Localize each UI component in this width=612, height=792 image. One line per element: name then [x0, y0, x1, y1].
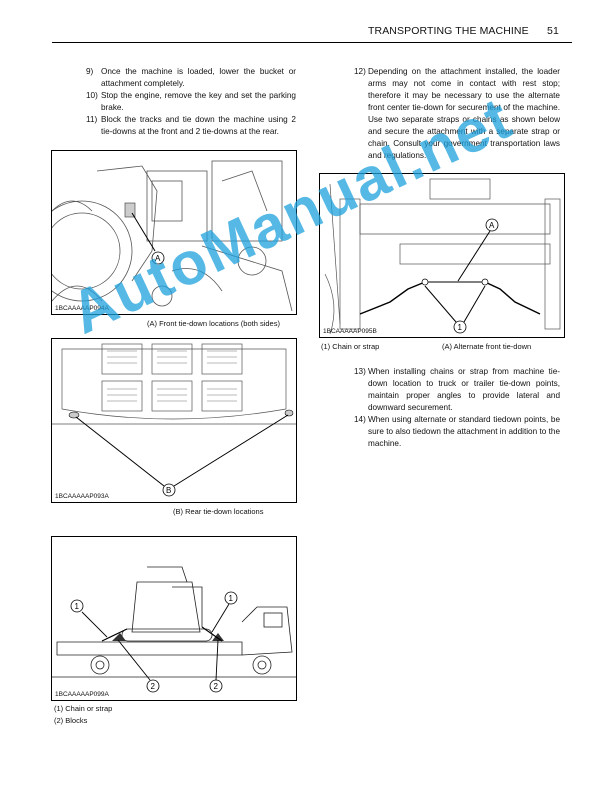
callout-a-marker: [151, 251, 165, 265]
step-number: 14): [354, 415, 366, 424]
step-number: 10): [86, 91, 98, 100]
caption-chain-or-strap: (1) Chain or strap: [54, 704, 113, 713]
callout-2-right-marker: [209, 679, 223, 693]
figure-rear-tiedown: B 1BCAAAAAP093A: [51, 338, 297, 503]
step-number: 11): [86, 115, 98, 124]
figure-code: 1BCAAAAAP099A: [55, 691, 109, 698]
callout-2-right-label: 2: [214, 682, 219, 691]
step-number: 12): [354, 67, 366, 76]
step-text: Block the tracks and tie down the machin…: [101, 115, 296, 136]
callout-1-right-label: 1: [229, 594, 234, 603]
callout-2-left-label: 2: [151, 682, 156, 691]
caption-rear-tiedown: (B) Rear tie-down locations: [173, 507, 264, 516]
callout-a-label: A: [155, 254, 161, 263]
step-text: When installing chains or strap from mac…: [368, 367, 560, 412]
figure-front-tiedown: A 1BCAAAAAP094A: [51, 150, 297, 315]
figure-alternate-tiedown: A 1 1BCAAAAAP095B: [319, 173, 565, 338]
callout-b-marker: [162, 483, 176, 497]
figure-code: 1BCAAAAAP094A: [55, 305, 109, 312]
step-number: 9): [86, 67, 94, 76]
caption-front-tiedown: (A) Front tie-down locations (both sides…: [147, 319, 280, 328]
step-text: Depending on the attachment installed, t…: [368, 67, 560, 160]
callout-1-left-marker: [70, 599, 84, 613]
section-title: TRANSPORTING THE MACHINE: [368, 25, 529, 37]
callout-a-label: A: [489, 221, 495, 230]
header-rule: [52, 42, 572, 43]
callout-b-label: B: [166, 486, 171, 495]
caption-chain-or-strap: (1) Chain or strap: [321, 342, 380, 351]
caption-alternate-tiedown: (A) Alternate front tie-down: [442, 342, 532, 351]
figure-code: 1BCAAAAAP095B: [323, 328, 377, 335]
step-text: Once the machine is loaded, lower the bu…: [101, 67, 296, 88]
step-text: When using alternate or standard tiedown…: [368, 415, 560, 448]
figure-code: 1BCAAAAAP093A: [55, 493, 109, 500]
callout-1-marker: [453, 320, 467, 334]
callout-1-left-label: 1: [75, 602, 80, 611]
step-number: 13): [354, 367, 366, 376]
front-tiedown-illustration: A: [52, 160, 293, 312]
rear-tiedown-illustration: B: [52, 343, 296, 497]
truck-loading-illustration: 1 1 2 2: [52, 566, 296, 693]
page-number: 51: [547, 25, 559, 37]
callout-1-right-marker: [224, 591, 238, 605]
alternate-tiedown-illustration: A 1: [324, 178, 561, 335]
caption-blocks: (2) Blocks: [54, 716, 88, 725]
callout-a-marker: [485, 218, 499, 232]
callout-2-left-marker: [146, 679, 160, 693]
callout-1-label: 1: [458, 323, 463, 332]
step-text: Stop the engine, remove the key and set …: [101, 91, 296, 112]
figure-truck-loading: 1 1 2 2 1BCAAAAAP099A: [51, 536, 297, 701]
